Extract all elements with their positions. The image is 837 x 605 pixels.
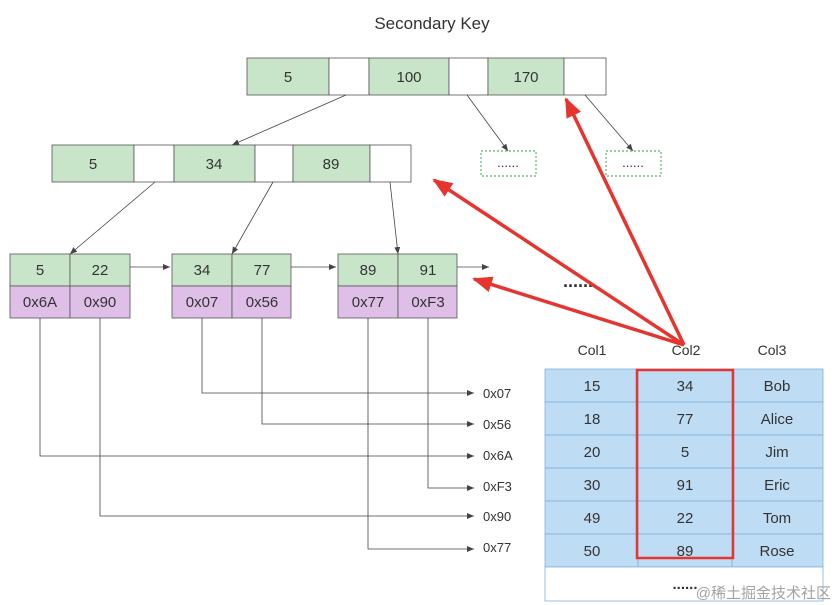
internal-node: 5 34 89 [51, 144, 412, 183]
leaf-key: 91 [420, 262, 437, 279]
table-more-ellipsis: ...... [672, 576, 697, 593]
address-label: 0x90 [483, 509, 511, 524]
placeholder-ellipsis: ...... [497, 155, 519, 170]
table-cell: 89 [677, 543, 694, 560]
internal-key: 34 [206, 156, 223, 173]
leaf-key: 5 [36, 262, 44, 279]
table-cell: 18 [584, 411, 601, 428]
table-cell: Bob [764, 378, 791, 395]
watermark: @稀土掘金技术社区 [696, 585, 831, 602]
leaf-key: 22 [92, 262, 109, 279]
address-label: 0x56 [483, 417, 511, 432]
tree-edges [69, 94, 634, 270]
leaf-pointer: 0xF3 [411, 294, 444, 311]
root-key: 170 [513, 69, 538, 86]
table-cell: 20 [584, 444, 601, 461]
address-labels: 0x07 0x56 0x6A 0xF3 0x90 0x77 [483, 386, 513, 555]
root-key: 100 [396, 69, 421, 86]
table-header: Col2 [672, 342, 701, 358]
internal-key: 89 [323, 156, 340, 173]
table-cell: 77 [677, 411, 694, 428]
address-label: 0x77 [483, 540, 511, 555]
table-cell: 22 [677, 510, 694, 527]
table-cell: 34 [677, 378, 694, 395]
table-cell: Alice [761, 411, 794, 428]
red-arrows [432, 97, 686, 347]
table-body [544, 368, 824, 602]
leaf-more-ellipsis: ...... [563, 271, 593, 291]
leaf-pointer: 0x6A [23, 294, 57, 311]
table-header: Col1 [578, 342, 607, 358]
placeholder-ellipsis: ...... [622, 155, 644, 170]
table-cell: 15 [584, 378, 601, 395]
table-cell: Eric [764, 477, 790, 494]
leaf-pointer: 0x77 [352, 294, 385, 311]
placeholder-node [480, 150, 537, 177]
table-header: Col3 [758, 342, 787, 358]
address-label: 0xF3 [483, 479, 512, 494]
table-cell: 5 [681, 444, 689, 461]
root-key: 5 [284, 69, 292, 86]
leaf-key: 34 [194, 262, 211, 279]
address-label: 0x6A [483, 448, 513, 463]
leaf-key: 77 [254, 262, 271, 279]
leaf-pointer: 0x07 [186, 294, 219, 311]
table-cell: Rose [759, 543, 794, 560]
leaf-node: 5 22 0x6A 0x90 [9, 253, 131, 319]
leaf-pointer: 0x90 [84, 294, 117, 311]
table-cell: 30 [584, 477, 601, 494]
diagram-title: Secondary Key [374, 14, 490, 33]
table-cell: Jim [765, 444, 788, 461]
address-label: 0x07 [483, 386, 511, 401]
table-cell: 50 [584, 543, 601, 560]
leaf-node: 89 91 0x77 0xF3 [337, 253, 458, 319]
table-cell: 91 [677, 477, 694, 494]
internal-key: 5 [89, 156, 97, 173]
leaf-node: 34 77 0x07 0x56 [171, 253, 292, 319]
data-table: Col1 Col2 Col3 15 34 Bob 18 77 Alice 20 … [544, 342, 824, 602]
pointer-lines [39, 318, 474, 552]
leaf-key: 89 [360, 262, 377, 279]
table-cell: Tom [763, 510, 791, 527]
leaf-pointer: 0x56 [246, 294, 279, 311]
col2-highlight [635, 368, 735, 560]
placeholder-node [605, 150, 662, 177]
root-node: 5 100 170 [246, 57, 607, 96]
table-cell: 49 [584, 510, 601, 527]
